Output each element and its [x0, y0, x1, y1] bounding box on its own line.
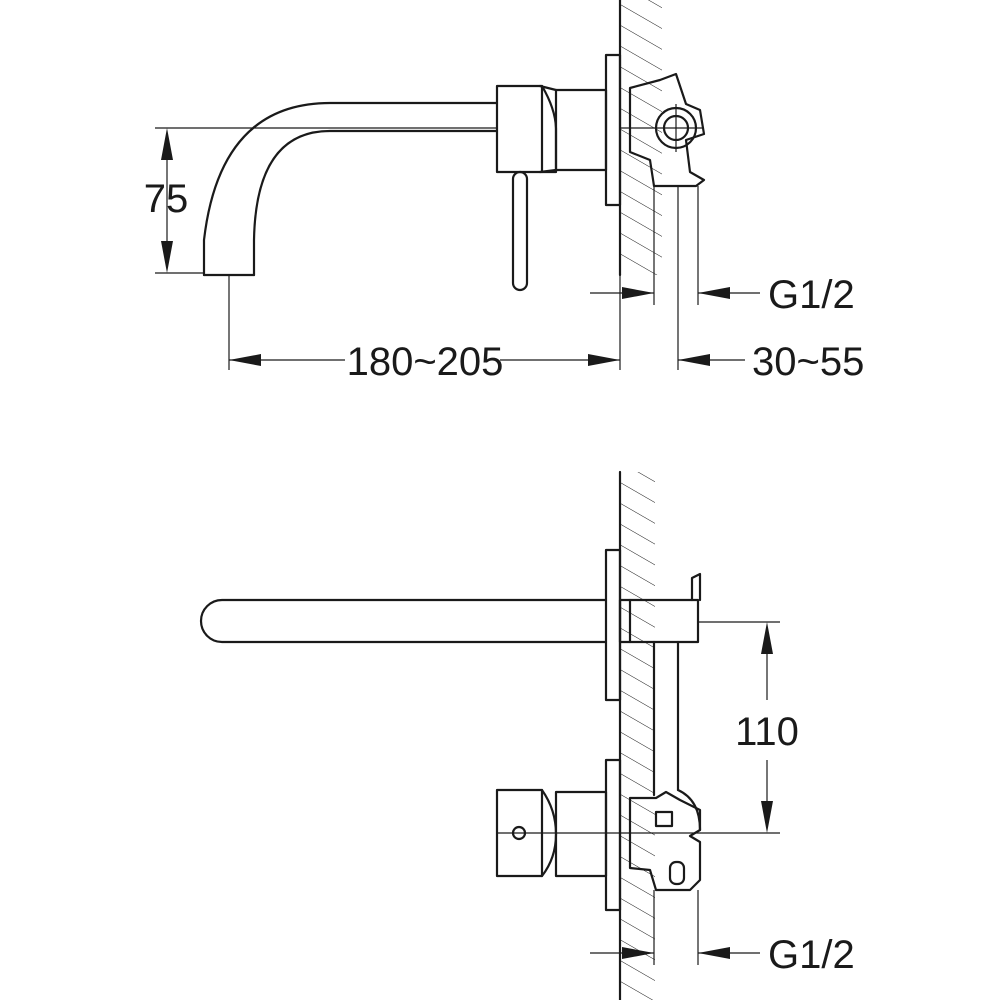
dim-110-label: 110 — [735, 710, 799, 754]
mixer-body-top — [495, 53, 622, 207]
dim-g12-bottom: G1/2 — [590, 890, 855, 977]
dim-wall-depth: 30~55 — [678, 340, 864, 384]
valve-top — [620, 72, 706, 188]
mixer-body-bottom — [495, 758, 780, 912]
dim-g12-top-label: G1/2 — [768, 273, 855, 317]
wall-hatch-bottom — [620, 472, 655, 1000]
valve-bottom — [628, 790, 702, 892]
bottom-view: 110 G1/2 — [199, 470, 855, 1000]
dim-75-label: 75 — [144, 177, 189, 221]
dim-75: 75 — [144, 127, 497, 274]
dim-g12-top: G1/2 — [590, 186, 855, 317]
spout-bottom — [199, 548, 702, 702]
top-view: 75 G1/2 180~205 30~55 — [144, 0, 864, 384]
lever-handle-top — [511, 170, 529, 292]
dim-110: 110 — [698, 621, 799, 833]
dim-projection: 180~205 — [228, 186, 679, 384]
dim-projection-label: 180~205 — [347, 340, 504, 384]
dim-g12-bottom-label: G1/2 — [768, 933, 855, 977]
wall-hatch-top — [620, 0, 662, 275]
pipe-bottom — [652, 640, 702, 832]
spout-top — [202, 101, 499, 277]
dim-wall-depth-label: 30~55 — [752, 340, 864, 384]
